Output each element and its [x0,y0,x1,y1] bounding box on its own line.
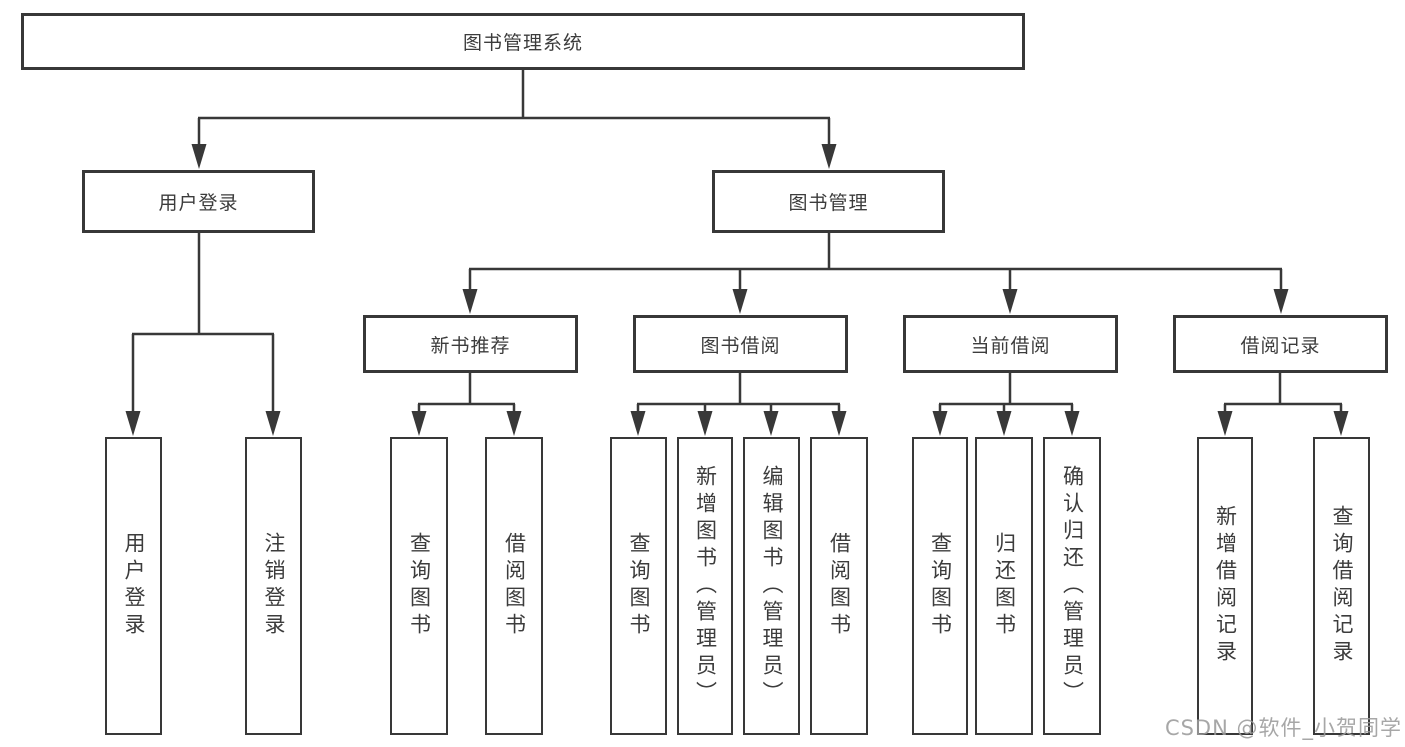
leaf-query-borrow-record: 查询借阅记录 [1313,437,1370,735]
leaf-borrow-books-2: 借阅图书 [810,437,868,735]
node-book-borrowing: 图书借阅 [633,315,848,373]
leaf-logout: 注销登录 [245,437,302,735]
csdn-watermark: CSDN @软件_小贺同学 [1164,716,1402,740]
leaf-edit-book-admin: 编辑图书（管理员） [743,437,800,735]
leaf-add-book-admin: 新增图书（管理员） [677,437,733,735]
leaf-query-books-2: 查询图书 [610,437,667,735]
leaf-query-books-1: 查询图书 [390,437,448,735]
leaf-return-book: 归还图书 [975,437,1033,735]
leaf-user-login: 用户登录 [105,437,162,735]
leaf-confirm-return-admin: 确认归还（管理员） [1043,437,1101,735]
node-current-borrowing: 当前借阅 [903,315,1118,373]
leaf-borrow-books-1: 借阅图书 [485,437,543,735]
leaf-query-books-3: 查询图书 [912,437,968,735]
leaf-add-borrow-record: 新增借阅记录 [1197,437,1253,735]
node-user-login: 用户登录 [82,170,315,233]
node-library-management-system: 图书管理系统 [21,13,1025,70]
node-borrowing-records: 借阅记录 [1173,315,1388,373]
node-book-management: 图书管理 [712,170,945,233]
node-new-book-recommendation: 新书推荐 [363,315,578,373]
